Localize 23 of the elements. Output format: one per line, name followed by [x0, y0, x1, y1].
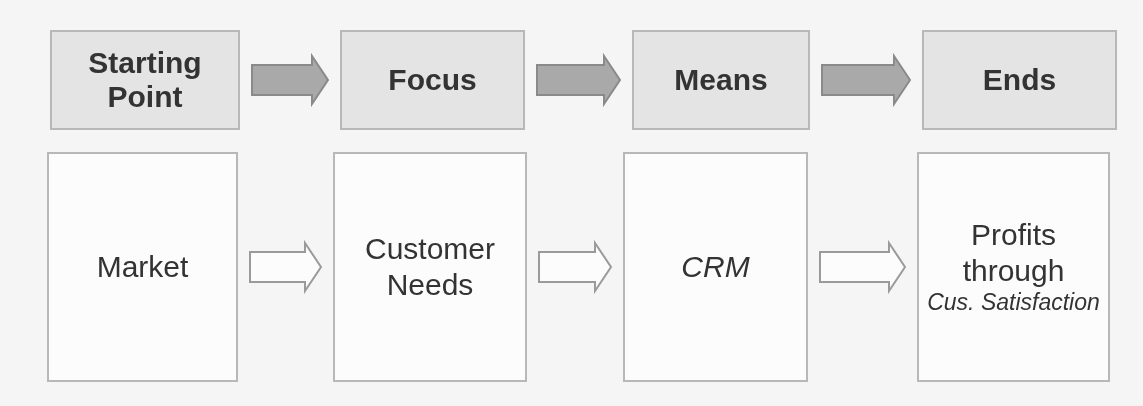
block-arrow	[251, 52, 330, 108]
header-label: Focus	[388, 62, 477, 98]
stage-content-box	[333, 152, 527, 382]
stage-header-box	[340, 30, 525, 130]
stage-content-box	[917, 152, 1110, 382]
content-text: Cus. Satisfaction	[927, 289, 1100, 317]
block-arrow	[819, 239, 907, 295]
block-arrow	[821, 52, 912, 108]
header-label: Means	[674, 62, 768, 98]
block-arrow	[249, 239, 323, 295]
block-arrow	[538, 239, 613, 295]
content-text: CRM	[681, 249, 750, 285]
header-label: Starting Point	[87, 45, 203, 115]
header-label: Ends	[982, 62, 1057, 98]
stage-header-box	[632, 30, 810, 130]
block-arrow	[536, 52, 622, 108]
content-text: Market	[96, 249, 189, 285]
stage-content-box	[47, 152, 238, 382]
stage-content-box	[623, 152, 808, 382]
stage-header-box	[922, 30, 1117, 130]
content-text: Profits through	[961, 217, 1066, 290]
content-text: Customer Needs	[363, 231, 496, 303]
stage-header-box	[50, 30, 240, 130]
